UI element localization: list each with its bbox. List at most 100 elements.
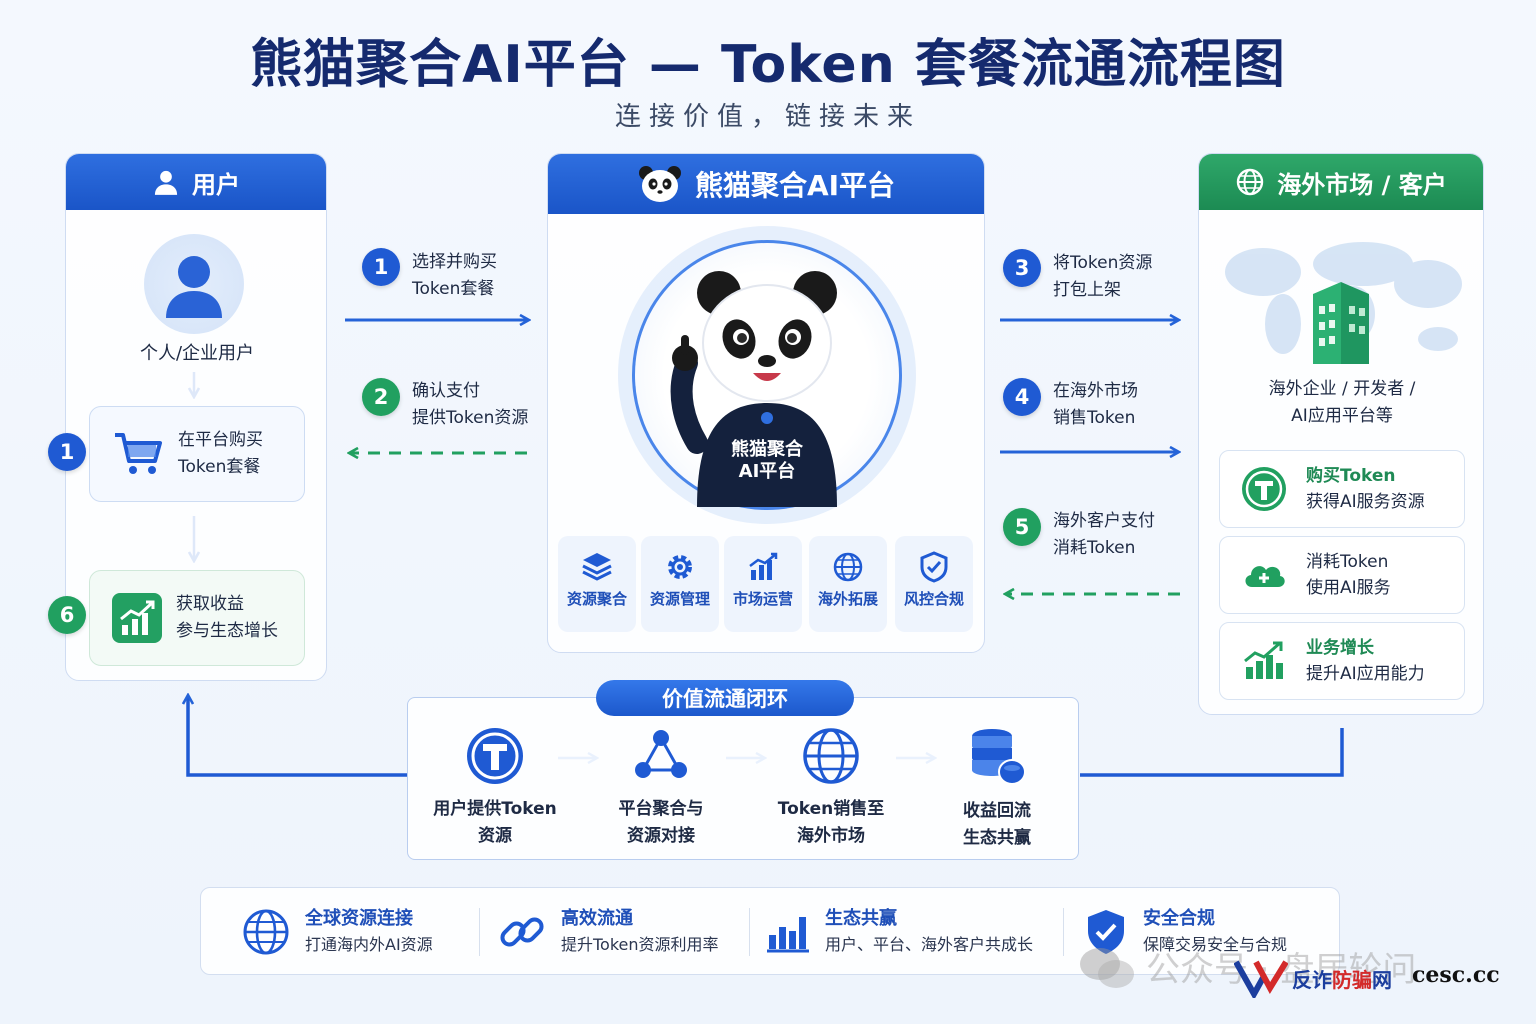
flow-label-2-line2: 提供Token资源 [412, 408, 529, 428]
market-card-title: 购买Token [1306, 466, 1396, 486]
feature-label: 市场运营 [732, 590, 793, 608]
feature-market-operation[interactable]: 市场运营 [724, 536, 802, 632]
flow-label-1-line2: Token套餐 [412, 279, 495, 299]
market-card-title: 消耗Token [1306, 552, 1389, 572]
user-step-buy-line1: 在平台购买 [178, 430, 263, 450]
user-panel-header: 用户 [66, 154, 326, 210]
loop-step-label-line2: 资源 [478, 826, 512, 846]
market-card-title: 业务增长 [1306, 638, 1374, 658]
market-card-desc: 获得AI服务资源 [1306, 492, 1425, 512]
user-icon [154, 170, 178, 195]
gear-icon [668, 555, 692, 579]
globe-icon [243, 909, 289, 955]
user-step-badge-6: 6 [48, 596, 86, 634]
anti-fraud-logo-icon [1234, 960, 1288, 998]
cloud-icon [1245, 566, 1285, 587]
growth-chart-icon [1244, 641, 1283, 679]
flow-badge-1: 1 [362, 248, 400, 286]
feature-overseas-expansion[interactable]: 海外拓展 [809, 536, 887, 632]
market-panel: 海外市场 / 客户 海外企业 / 开发者 / AI应用平台等 购买Token 获… [1198, 153, 1484, 715]
value-loop-panel: 用户提供Token 资源 平台聚合与 资源对接 Token销售至 海外市场 [407, 697, 1079, 860]
panda-logo-icon [638, 166, 681, 202]
loop-step-revenue: 收益回流 生态共赢 [922, 726, 1072, 852]
flow-label-4-line2: 销售Token [1053, 408, 1136, 428]
flow-label-3-line1: 将Token资源 [1053, 253, 1153, 273]
benefits-bar: 全球资源连接 打通海内外AI资源 高效流通 提升Token资源利用率 生态共赢 … [200, 887, 1340, 975]
feature-label: 风控合规 [903, 590, 964, 608]
flow-badge-2: 2 [362, 378, 400, 416]
arrow-loop-left [188, 696, 407, 777]
shopping-cart-icon [115, 433, 162, 474]
platform-panel-header: 熊猫聚合AI平台 [548, 154, 984, 214]
platform-panel-title: 熊猫聚合AI平台 [694, 169, 896, 202]
wechat-icon [1080, 948, 1134, 988]
globe-icon [1237, 168, 1264, 196]
bar-chart-icon [749, 552, 778, 580]
loop-step-platform: 平台聚合与 资源对接 [586, 726, 736, 850]
hoodie-text-line2: AI平台 [738, 461, 796, 482]
flow-label-5-line1: 海外客户支付 [1053, 511, 1155, 531]
user-step-buy-card[interactable]: 在平台购买 Token套餐 [89, 406, 305, 502]
link-icon [500, 917, 544, 947]
watermark: 公众号 · 盘居轮问 反诈防骗网 cesc.cc [1078, 938, 1500, 998]
flow-label-5-line2: 消耗Token [1053, 538, 1136, 558]
hoodie-text: 熊猫聚合 AI平台 [635, 439, 899, 483]
user-step-profit-card[interactable]: 获取收益 参与生态增长 [89, 570, 305, 666]
loop-step-label-line2: 海外市场 [797, 826, 865, 846]
flow-label-1: 选择并购买 Token套餐 [412, 249, 497, 303]
flow-label-3: 将Token资源 打包上架 [1053, 250, 1152, 304]
feature-resource-aggregation[interactable]: 资源聚合 [558, 536, 636, 632]
building-icon [1313, 282, 1369, 364]
network-icon [635, 730, 687, 778]
flow-label-4-line1: 在海外市场 [1053, 381, 1138, 401]
avatar-label: 个人/企业用户 [139, 343, 255, 364]
benefit-title: 生态共赢 [825, 908, 897, 929]
watermark-domain: cesc.cc [1412, 962, 1500, 988]
feature-resource-management[interactable]: 资源管理 [641, 536, 719, 632]
loop-step-label-line2: 资源对接 [627, 826, 695, 846]
benefit-desc: 打通海内外AI资源 [305, 935, 433, 954]
benefit-global: 全球资源连接 打通海内外AI资源 [241, 906, 433, 958]
globe-icon [803, 728, 859, 784]
arrow-loop-right [1080, 728, 1344, 777]
feature-label: 资源聚合 [566, 590, 627, 608]
feature-label: 海外拓展 [817, 590, 878, 608]
growth-chart-icon [112, 593, 162, 643]
user-step-profit-line2: 参与生态增长 [176, 621, 278, 641]
loop-step-user: 用户提供Token 资源 [420, 726, 570, 850]
flow-badge-5: 5 [1003, 508, 1041, 546]
flow-label-1-line1: 选择并购买 [412, 252, 497, 272]
feature-risk-compliance[interactable]: 风控合规 [895, 536, 973, 632]
loop-step-sales: Token销售至 海外市场 [756, 726, 906, 850]
market-card-growth[interactable]: 业务增长 提升AI应用能力 [1219, 622, 1465, 700]
benefit-title: 安全合规 [1143, 908, 1215, 929]
person-icon [166, 256, 222, 318]
page-subtitle: 连接价值，链接未来 [614, 102, 921, 132]
user-panel: 用户 个人/企业用户 在平台购买 Token套餐 获取收益 参与生态增长 [65, 153, 327, 681]
benefit-desc: 用户、平台、海外客户共成长 [825, 935, 1034, 954]
benefit-efficient: 高效流通 提升Token资源利用率 [497, 906, 719, 958]
user-step-buy-line2: Token套餐 [178, 457, 261, 477]
market-card-buy[interactable]: 购买Token 获得AI服务资源 [1219, 450, 1465, 528]
platform-panel: 熊猫聚合AI平台 熊猫聚合 AI平台 [547, 153, 985, 653]
market-panel-header: 海外市场 / 客户 [1199, 154, 1483, 210]
market-desc-line2: AI应用平台等 [1291, 406, 1393, 426]
benefit-title: 高效流通 [561, 908, 633, 929]
flow-label-4: 在海外市场 销售Token [1053, 378, 1138, 432]
market-card-consume[interactable]: 消耗Token 使用AI服务 [1219, 536, 1465, 614]
loop-step-label-line1: 收益回流 [963, 801, 1031, 821]
market-card-desc: 提升AI应用能力 [1306, 664, 1425, 684]
shield-check-icon [1088, 910, 1124, 954]
benefit-title: 全球资源连接 [305, 908, 413, 929]
panda-mascot-icon [670, 271, 837, 507]
watermark-brand-3: 网 [1372, 968, 1392, 992]
benefit-ecosystem: 生态共赢 用户、平台、海外客户共成长 [765, 906, 1033, 958]
hoodie-text-line1: 熊猫聚合 [731, 439, 803, 460]
benefit-security: 安全合规 保障交易安全与合规 [1083, 906, 1287, 958]
bar-chart-icon [767, 917, 809, 953]
market-desc-line1: 海外企业 / 开发者 / [1268, 379, 1416, 399]
market-desc: 海外企业 / 开发者 / AI应用平台等 [1199, 376, 1483, 430]
watermark-brand-1: 反诈 [1292, 968, 1332, 992]
market-card-desc: 使用AI服务 [1306, 578, 1391, 598]
panda-mascot-ring: 熊猫聚合 AI平台 [632, 240, 902, 510]
